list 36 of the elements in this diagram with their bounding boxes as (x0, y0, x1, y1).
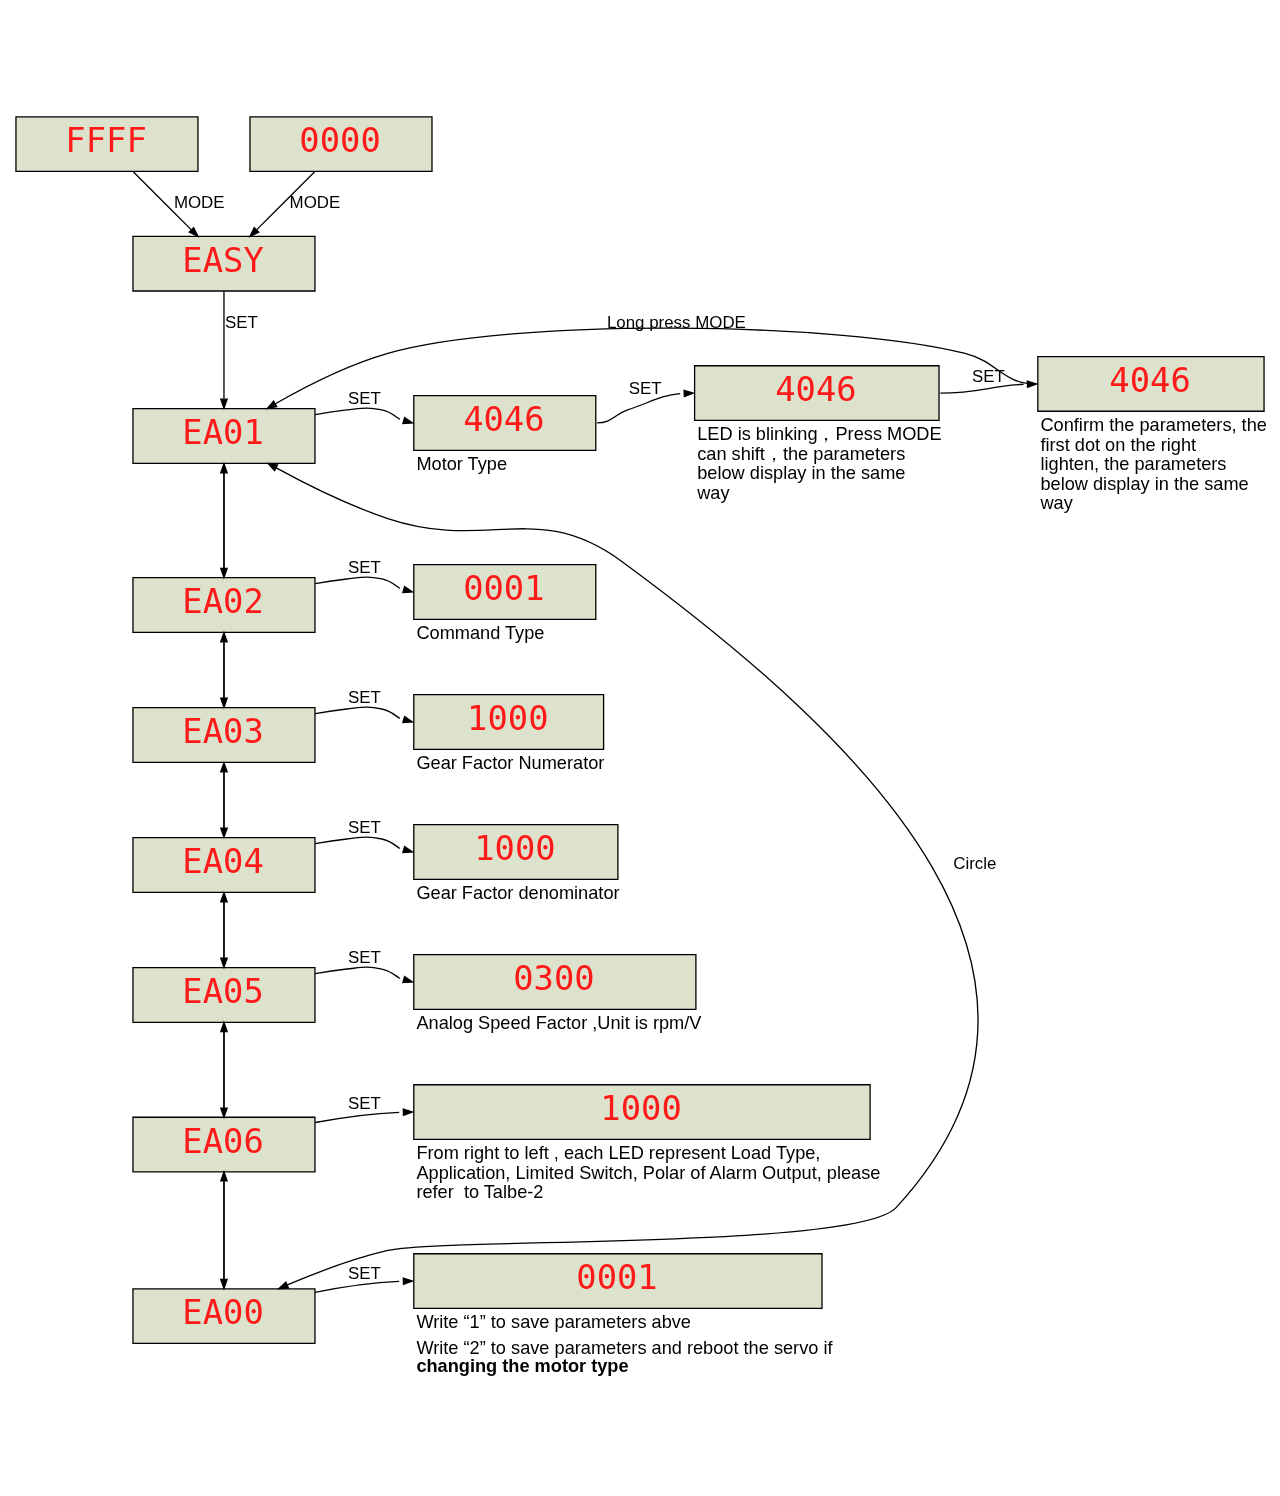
edge-label: MODE (289, 193, 341, 213)
node-label: LED is blinking，Press MODE can shift，the parameters below display in the same way (697, 424, 942, 503)
node-label: Motor Type (416, 454, 508, 475)
arrow (314, 1108, 415, 1124)
arrow (314, 836, 415, 854)
edge-label: Long press MODE (606, 312, 746, 332)
edge-label: MODE (173, 193, 225, 213)
edge-label: SET (347, 558, 381, 578)
node-label: Confirm the parameters, the first dot on the right lighten, the parameters below display in the same way (1040, 415, 1267, 514)
arrow (219, 290, 229, 411)
edge-label: SET (347, 818, 381, 838)
edge-label: SET (347, 1263, 381, 1283)
edge-label: SET (347, 1093, 381, 1113)
node-label: From right to left , each LED represent Load Type, Application, Limited Switch, Polar of Alarm Output, please refer to Talbe-2 (416, 1143, 881, 1203)
arrow (248, 171, 316, 238)
edge-label: Circle (953, 854, 997, 874)
arrow (314, 966, 415, 984)
node-label: Command Type (416, 623, 545, 644)
edge-label: SET (347, 688, 381, 708)
node-label: Analog Speed Factor ,Unit is rpm/V (416, 1013, 702, 1034)
node-label: Gear Factor Numerator (416, 753, 605, 774)
edge-label: SET (972, 366, 1005, 386)
arrow (314, 1277, 415, 1293)
arrow (596, 389, 696, 424)
edge-label: SET (628, 378, 662, 398)
node-label: Write “2” to save parameters and reboot the servo if changing the motor type (416, 1338, 833, 1377)
arrow (266, 462, 979, 1290)
arrow (314, 407, 415, 425)
arrow (314, 576, 415, 594)
edge-label: SET (347, 948, 381, 968)
node-label: Gear Factor denominator (416, 883, 620, 904)
edge-label: SET (347, 388, 381, 408)
arrow (132, 171, 200, 238)
edge-label: SET (225, 312, 258, 332)
node-label: Write “1” to save parameters abve (416, 1312, 691, 1333)
arrow (314, 706, 415, 724)
